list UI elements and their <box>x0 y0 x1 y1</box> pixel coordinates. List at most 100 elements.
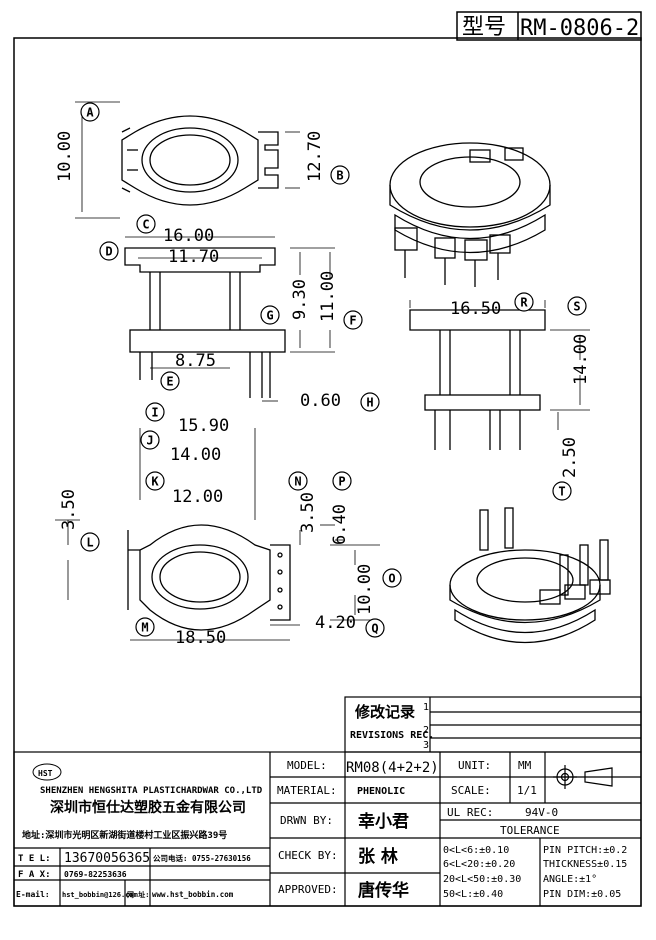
callout-circle-c <box>136 214 156 234</box>
front-view <box>124 236 335 402</box>
callout-label-h: H <box>366 396 373 410</box>
dim-4-20: 4.20 <box>315 613 356 633</box>
callout-label-n: N <box>294 475 301 489</box>
bottom-view <box>55 428 380 641</box>
callout-circle-q <box>365 618 385 638</box>
tolerance-right-0: PIN PITCH:±0.2 <box>543 845 627 856</box>
ul-value: 94V-0 <box>525 806 558 819</box>
callout-label-o: O <box>388 572 395 586</box>
revision-mark-2: 2 <box>423 725 429 736</box>
dimension-labels: 10.00 12.70 16.00 11.70 9.30 11.00 8.75 … <box>55 131 591 648</box>
model-value: RM08(4+2+2) <box>346 760 439 776</box>
callout-label-p: P <box>338 475 345 489</box>
revisions-subtitle: REVISIONS REC. <box>350 730 434 741</box>
callout-label-s: S <box>573 300 580 314</box>
dim-14-00-vertical: 14.00 <box>571 334 591 385</box>
title-fields: MODEL: RM08(4+2+2) MATERIAL: PHENOLIC DR… <box>277 759 627 901</box>
callout-label-m: M <box>141 621 148 635</box>
dim-8-75: 8.75 <box>175 351 216 371</box>
dim-16-50: 16.50 <box>450 299 501 319</box>
iso-view-top <box>389 142 551 287</box>
tolerance-label: TOLERANCE <box>500 824 560 837</box>
callout-label-r: R <box>520 296 528 310</box>
approved-value: 唐传华 <box>358 880 409 901</box>
callout-circle-s <box>567 296 587 316</box>
callout-circle-p <box>332 471 352 491</box>
web-label: 网 址: <box>127 890 149 899</box>
web-value: www.hst_bobbin.com <box>152 890 234 899</box>
material-label: MATERIAL: <box>277 784 337 797</box>
callout-circle-i <box>145 402 165 422</box>
check-value: 张 林 <box>358 846 398 867</box>
callout-circle-a <box>80 102 100 122</box>
callout-circle-o <box>382 568 402 588</box>
dim-15-90: 15.90 <box>178 416 229 436</box>
tolerance-left-2: 20<L<50:±0.30 <box>443 874 521 885</box>
ul-label: UL REC: <box>447 806 493 819</box>
callout-label-c: C <box>142 218 149 232</box>
tolerance-left-0: 0<L<6:±0.10 <box>443 845 509 856</box>
callout-label-f: F <box>349 314 356 328</box>
side-view <box>409 300 590 450</box>
revision-mark-3: 3 <box>423 740 429 751</box>
check-label: CHECK BY: <box>278 849 338 862</box>
callout-label-a: A <box>86 106 94 120</box>
callout-label-t: T <box>558 485 565 499</box>
revisions-title: 修改记录 <box>354 703 415 721</box>
dim-18-50: 18.50 <box>175 628 226 648</box>
company-address: 地址:深圳市光明区新湖街道楼村工业区振兴路39号 <box>22 829 227 841</box>
scale-value: 1/1 <box>517 784 537 797</box>
model-header: 型号 RM-0806-2 <box>456 11 642 41</box>
callout-circle-t <box>552 481 572 501</box>
dim-3-50-right: 3.50 <box>298 492 318 533</box>
material-value: PHENOLIC <box>357 786 405 797</box>
callout-circle-k <box>145 471 165 491</box>
unit-value: MM <box>518 759 532 772</box>
callout-circle-r <box>514 292 534 312</box>
company-logo: HST <box>38 769 53 778</box>
drawn-value: 幸小君 <box>358 811 409 832</box>
dim-6-40: 6.40 <box>330 504 350 545</box>
tolerance-right-3: PIN DIM:±0.05 <box>543 889 621 900</box>
approved-label: APPROVED: <box>278 883 338 896</box>
company-logo-icon <box>32 763 62 781</box>
company-info: HST SHENZHEN HENGSHITA PLASTICHARDWAR CO… <box>16 763 263 899</box>
company-name-en: SHENZHEN HENGSHITA PLASTICHARDWAR CO.,LT… <box>40 786 263 796</box>
dim-3-50-left: 3.50 <box>59 489 79 530</box>
callout-circle-e <box>160 371 180 391</box>
iso-view-bottom <box>449 507 611 644</box>
callout-circle-b <box>330 165 350 185</box>
dim-2-50: 2.50 <box>560 437 580 478</box>
tolerance-left-3: 50<L:±0.40 <box>443 889 503 900</box>
top-view <box>75 101 300 219</box>
callout-label-g: G <box>266 309 273 323</box>
email-value: hst_bobbin@126.com <box>62 891 138 899</box>
dim-12-00: 12.00 <box>172 487 223 507</box>
callout-label-d: D <box>105 245 112 259</box>
dim-10-00-bottom: 10.00 <box>355 564 375 615</box>
callout-circle-n <box>288 471 308 491</box>
model-prefix: 型号 <box>462 15 506 40</box>
dim-11-00: 11.00 <box>318 271 338 322</box>
dim-12-70: 12.70 <box>305 131 325 182</box>
callout-label-b: B <box>336 169 343 183</box>
title-block <box>13 696 642 907</box>
tolerance-right-1: THICKNESS±0.15 <box>543 859 627 870</box>
dim-14-00-horizontal: 14.00 <box>170 445 221 465</box>
revisions-text: 修改记录 REVISIONS REC. 1 2 3 <box>350 702 434 751</box>
callout-label-l: L <box>86 536 93 550</box>
callout-circle-m <box>135 617 155 637</box>
revision-mark-1: 1 <box>423 702 429 713</box>
callout-circle-j <box>140 430 160 450</box>
tel-value: 13670056365 <box>64 851 150 866</box>
callout-circle-l <box>80 532 100 552</box>
dim-10-00-top: 10.00 <box>55 131 75 182</box>
company-name-cn: 深圳市恒仕达塑胶五金有限公司 <box>50 799 246 816</box>
dim-16-00: 16.00 <box>163 226 214 246</box>
model-label: MODEL: <box>287 759 327 772</box>
callout-label-j: J <box>146 434 153 448</box>
fax-label: F A X: <box>18 870 51 880</box>
callout-circle-h <box>360 392 380 412</box>
